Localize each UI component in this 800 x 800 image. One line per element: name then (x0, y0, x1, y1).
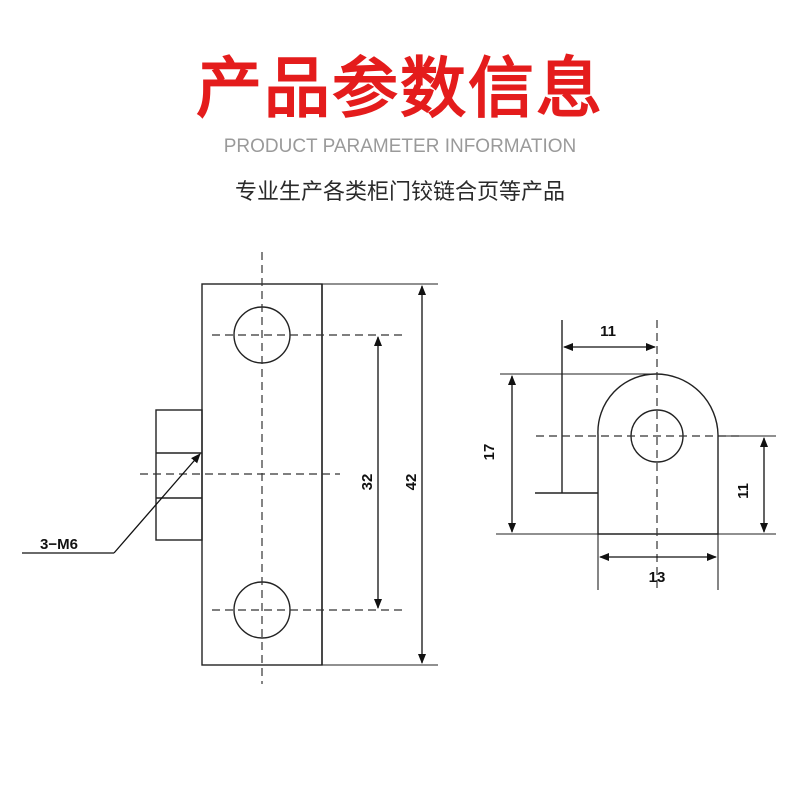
side-center-lines (536, 320, 740, 588)
dim-42-label: 42 (403, 474, 420, 491)
hinge-barrel (155, 409, 203, 541)
hole-spec-label: 3−M6 (40, 536, 78, 553)
page-subtitle: PRODUCT PARAMETER INFORMATION (223, 136, 577, 157)
dim-17-label: 17 (481, 444, 498, 461)
side-extension-lines (496, 373, 776, 590)
hole-spec-leader (22, 453, 201, 554)
lug-outline (597, 373, 719, 535)
dim-32-label: 32 (359, 474, 376, 491)
front-extension-lines (322, 283, 438, 666)
dim-right-11-label: 11 (735, 483, 752, 499)
page-title: 产品参数信息 (196, 50, 604, 127)
page-description: 专业生产各类柜门铰链合页等产品 (234, 180, 565, 205)
front-center-lines (140, 252, 402, 684)
dim-top-11-label: 11 (600, 323, 616, 340)
side-view (535, 320, 719, 535)
dim-13-label: 13 (649, 569, 666, 586)
